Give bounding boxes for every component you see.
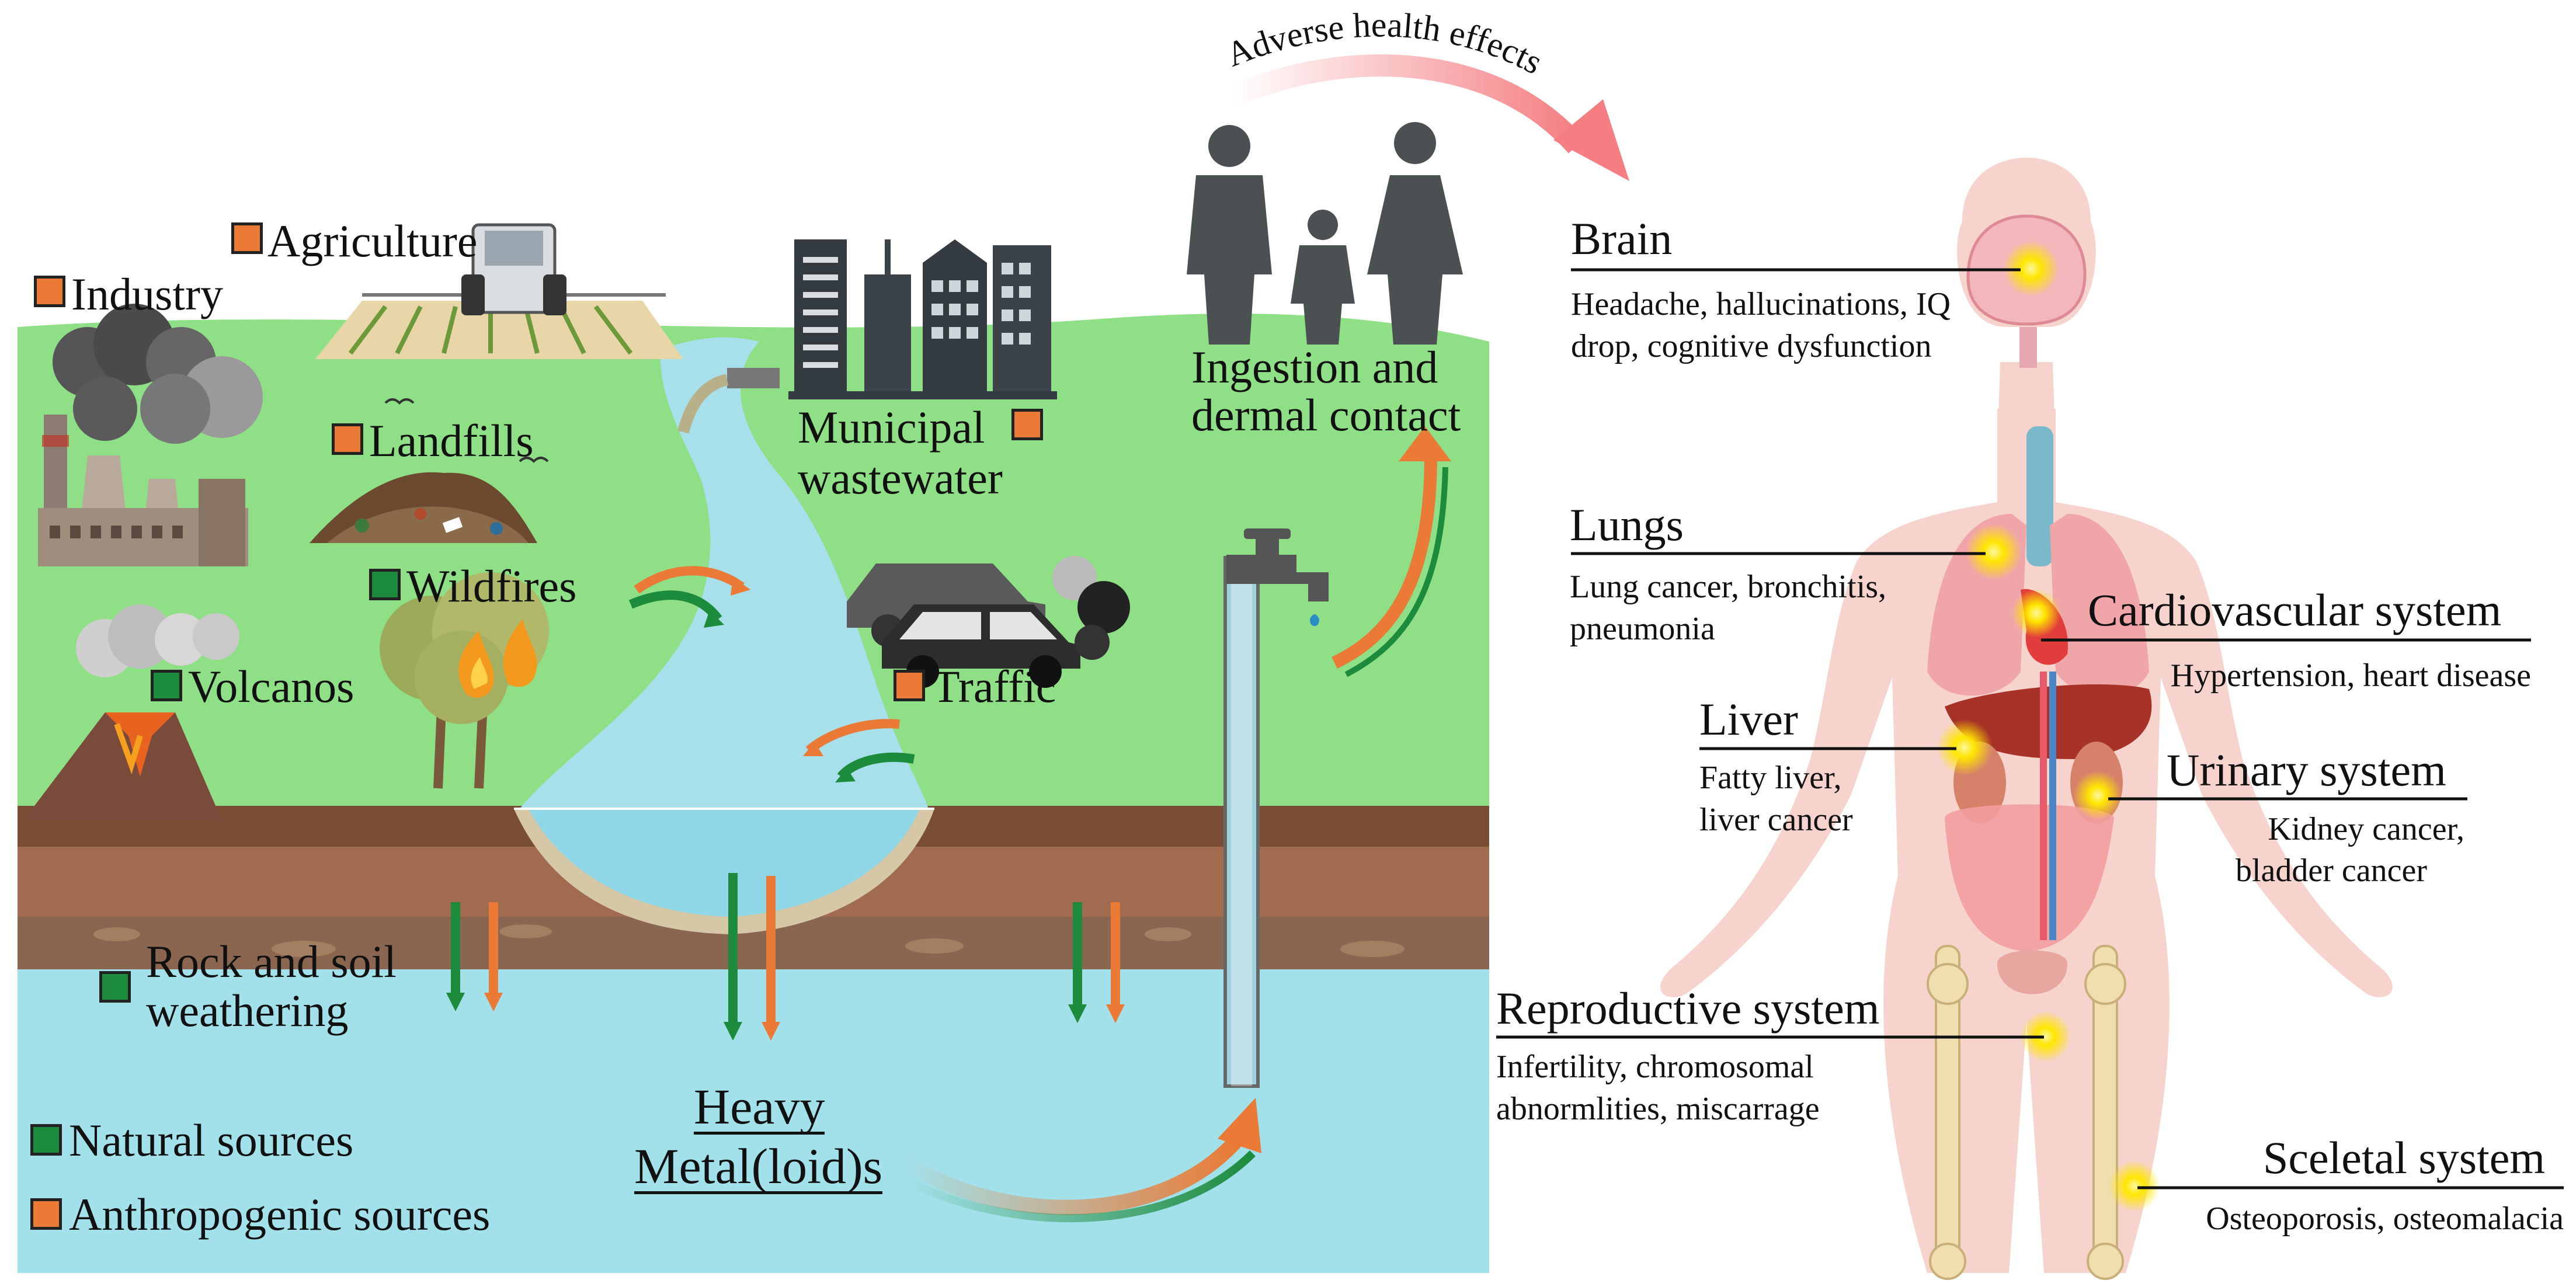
industry-illustration	[38, 304, 263, 566]
industry-label: Industry	[71, 269, 223, 319]
city-illustration	[677, 239, 1057, 434]
organ-liver-effects: Fatty liver, liver cancer	[1699, 760, 1853, 838]
urinary-glow	[2073, 771, 2122, 820]
organ-skeletal-title: Sceletal system	[2263, 1132, 2546, 1183]
human-body-figure	[1660, 158, 2393, 1280]
volcanos-key-swatch	[151, 670, 182, 701]
skeleton-bones	[1927, 945, 2126, 1280]
tap-pipe-illustration	[1223, 528, 1329, 1088]
heavy-metals-label-line2: Metal(loid)s	[634, 1138, 883, 1194]
cardio-glow	[2012, 589, 2061, 638]
agriculture-illustration	[315, 223, 683, 359]
organ-cardio-title: Cardiovascular system	[2088, 585, 2502, 635]
agriculture-label: Agriculture	[267, 215, 478, 266]
legend-natural-label: Natural sources	[69, 1115, 354, 1166]
family-illustration	[1187, 122, 1463, 345]
organ-skeletal-effects: Osteoporosis, osteomalacia	[2206, 1201, 2564, 1237]
rock-weathering-label-line2: weathering	[146, 985, 349, 1036]
municipal-label-line1: Municipal	[798, 402, 985, 453]
ingestion-label-line2: dermal contact	[1191, 389, 1461, 440]
organ-liver-title: Liver	[1699, 694, 1798, 745]
landfill-illustration	[310, 472, 537, 543]
heavy-metals-label-line1: Heavy	[694, 1079, 825, 1135]
wildfire-illustration	[380, 572, 549, 789]
rock-weathering-key-swatch	[99, 971, 131, 1003]
volcanos-label: Volcanos	[188, 661, 354, 712]
legend-anthropogenic-label: Anthropogenic sources	[69, 1189, 491, 1240]
industry-key-swatch	[34, 276, 65, 307]
organ-brain-title: Brain	[1571, 213, 1673, 264]
landfills-label: Landfills	[369, 415, 534, 466]
organ-cardio-effects: Hypertension, heart disease	[2170, 658, 2531, 694]
landfills-key-swatch	[332, 423, 363, 455]
organ-reproductive-effects: Infertility, chromosomal abnormlities, m…	[1496, 1049, 1820, 1127]
wildfires-key-swatch	[369, 569, 401, 600]
organ-urinary-title: Urinary system	[2167, 745, 2446, 795]
traffic-key-swatch	[894, 670, 925, 701]
organ-lungs-effects: Lung cancer, bronchitis, pneumonia	[1570, 569, 1887, 647]
legend-natural-swatch	[30, 1124, 62, 1156]
lungs-glow	[1966, 524, 2022, 580]
liver-glow	[1937, 719, 1993, 775]
flow-arrows	[446, 426, 1451, 1223]
municipal-key-swatch	[1011, 409, 1043, 440]
skeletal-glow	[2109, 1160, 2160, 1212]
brain-glow	[2003, 241, 2059, 297]
organ-highlight-points	[1937, 241, 2160, 1212]
volcano-illustration	[23, 604, 239, 820]
municipal-label-line2: wastewater	[798, 453, 1003, 503]
rock-weathering-label-line1: Rock and soil	[146, 936, 397, 987]
organ-urinary-effects-line1: Kidney cancer,	[2268, 811, 2464, 847]
environment-panel	[18, 122, 1489, 1273]
wildfires-label: Wildfires	[406, 561, 577, 611]
organ-lungs-title: Lungs	[1570, 499, 1684, 550]
legend-anthropogenic-swatch	[30, 1198, 62, 1230]
organ-reproductive-title: Reproductive system	[1496, 983, 1880, 1034]
organ-leader-lines	[1496, 268, 2564, 1189]
agriculture-key-swatch	[231, 222, 263, 254]
adverse-effects-arc	[1228, 54, 1629, 181]
reproductive-glow	[2020, 1011, 2071, 1062]
traffic-illustration	[847, 556, 1130, 688]
ingestion-label-line1: Ingestion and	[1191, 342, 1438, 392]
traffic-label: Traffic	[932, 661, 1056, 712]
organ-urinary-effects-line2: bladder cancer	[2236, 853, 2427, 889]
organ-brain-effects: Headache, hallucinations, IQ drop, cogni…	[1571, 286, 1951, 364]
